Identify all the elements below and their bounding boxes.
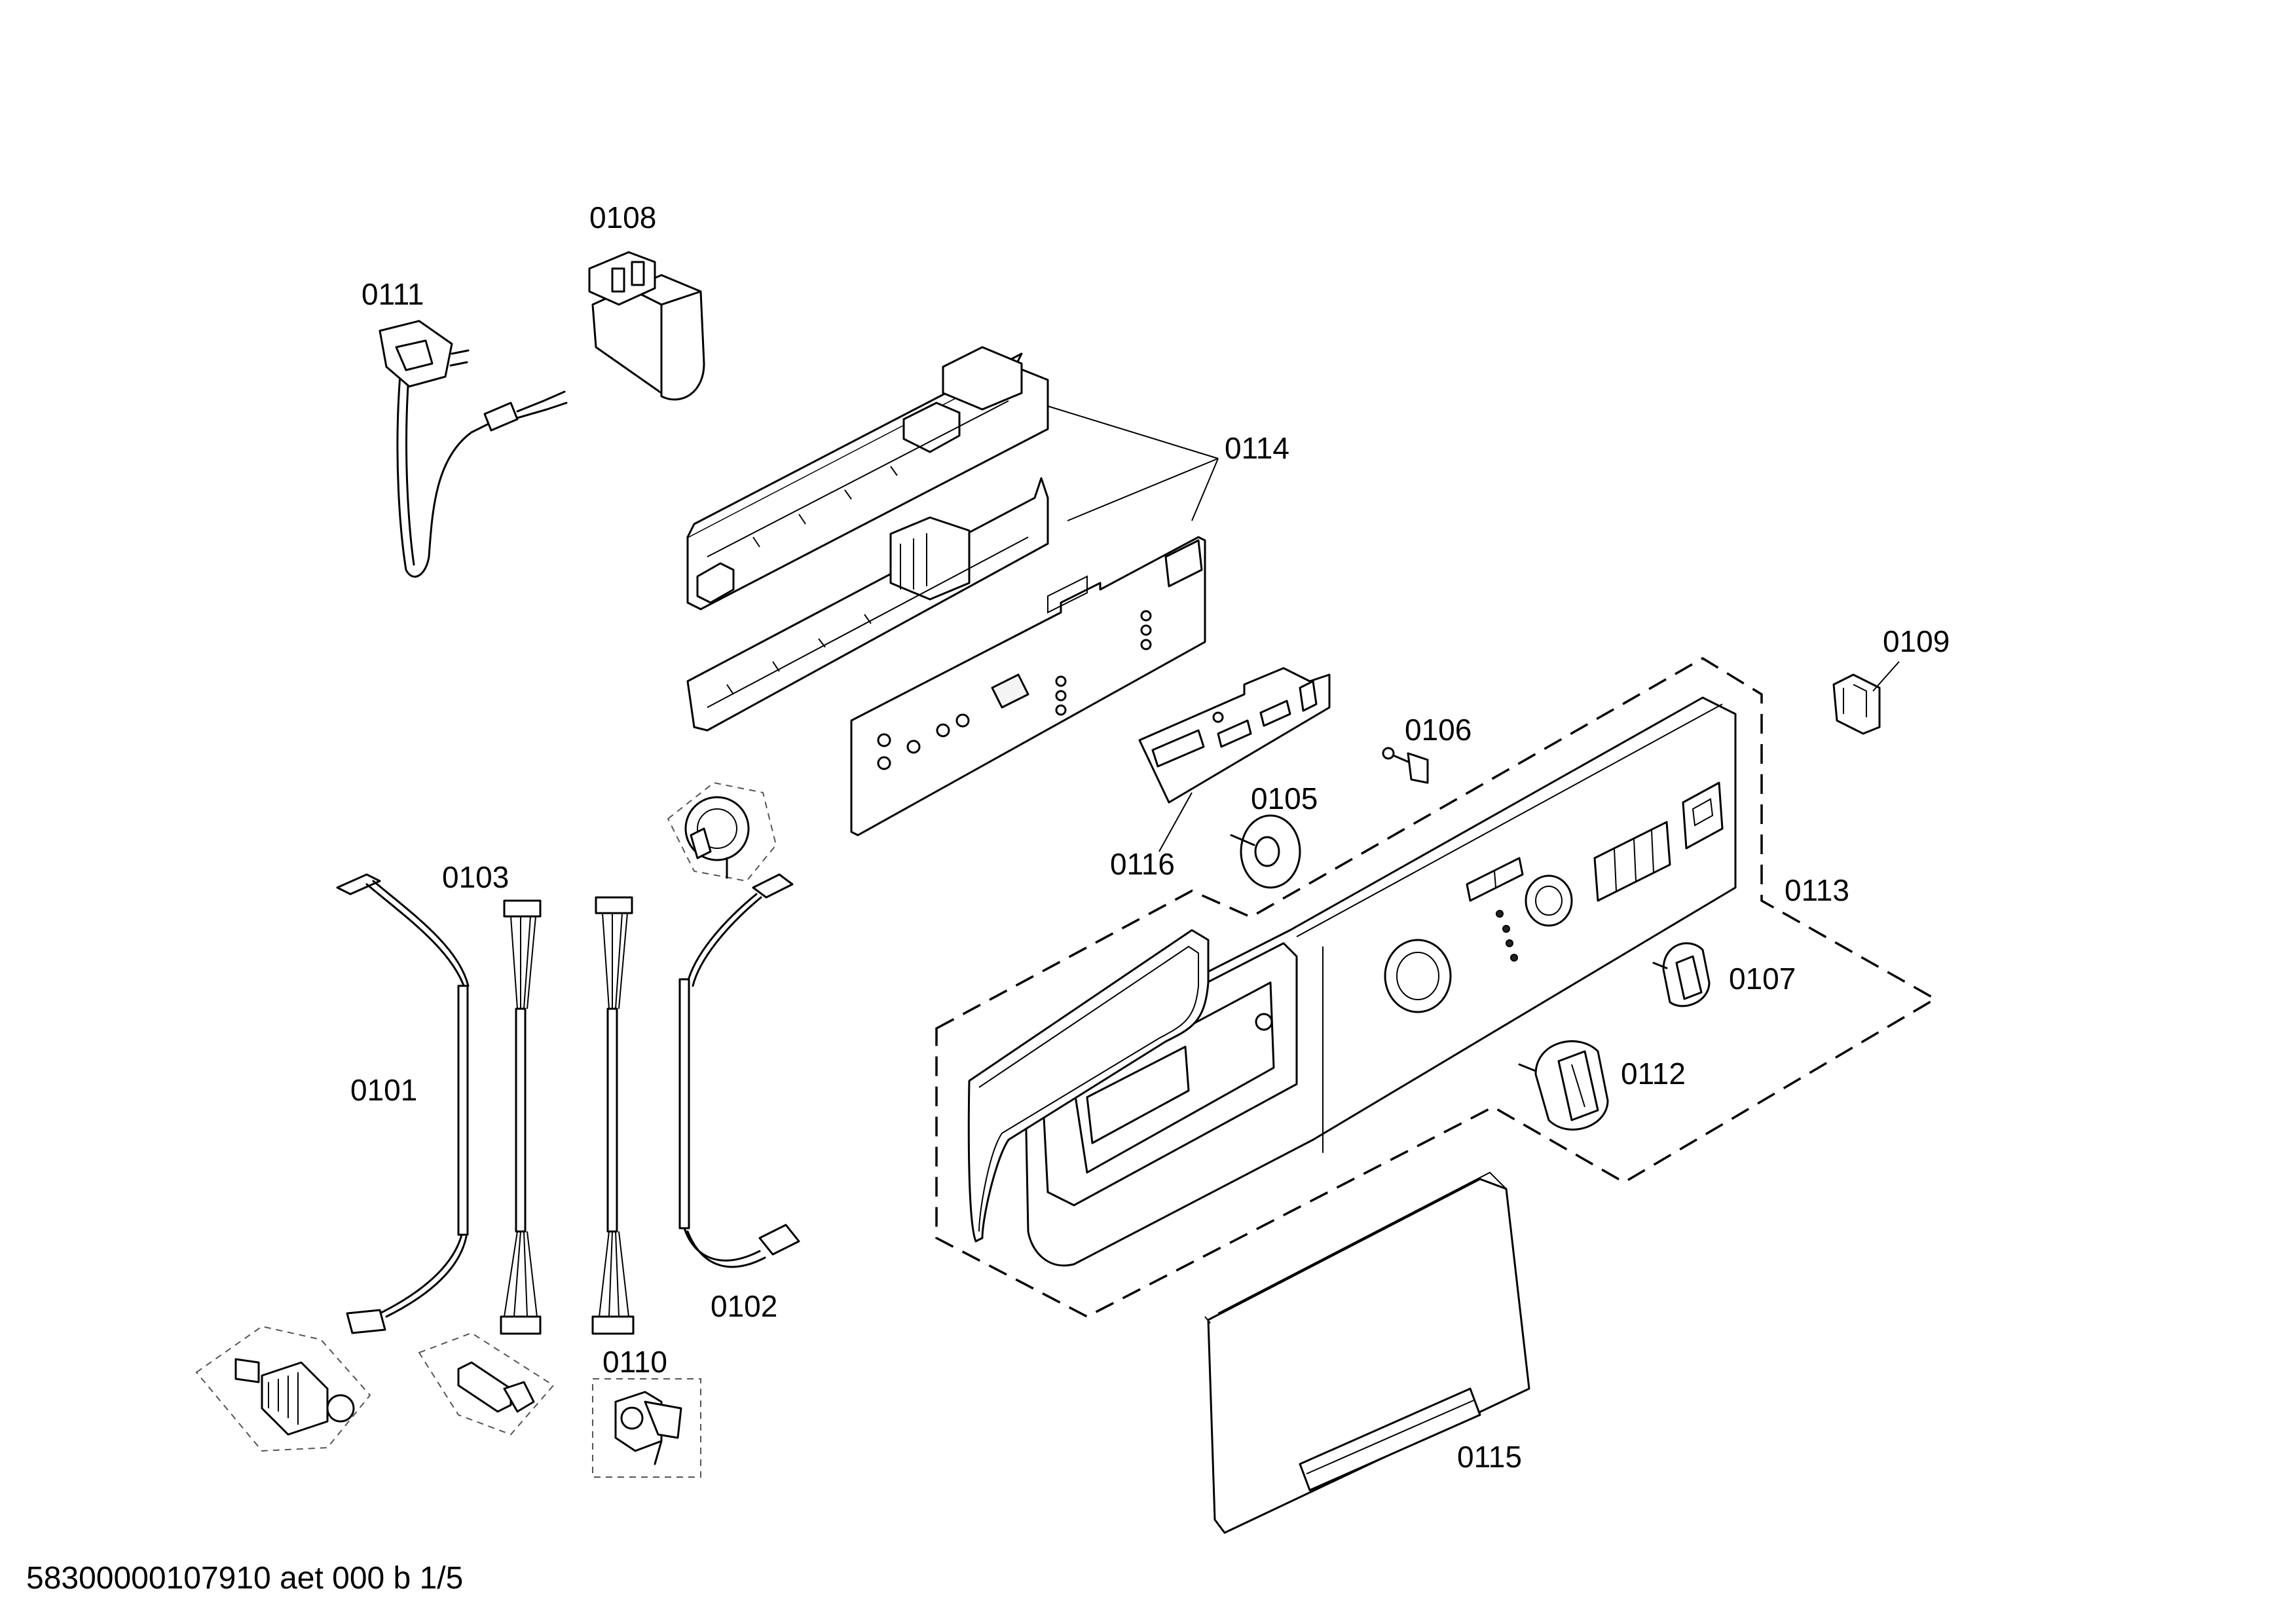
label-0109: 0109 xyxy=(1883,624,1950,658)
label-0106: 0106 xyxy=(1405,713,1472,747)
part-0110-valve xyxy=(592,1378,701,1478)
part-0107-small-knob xyxy=(1652,942,1711,1007)
label-0107: 0107 xyxy=(1729,962,1796,996)
part-0109-clip xyxy=(1832,673,1881,735)
label-0115: 0115 xyxy=(1457,1440,1522,1474)
label-0112: 0112 xyxy=(1621,1057,1686,1091)
label-0116: 0116 xyxy=(1110,847,1175,881)
label-0105: 0105 xyxy=(1251,781,1318,816)
label-0102: 0102 xyxy=(711,1289,777,1323)
part-0116-display-board xyxy=(1138,667,1331,804)
label-0114: 0114 xyxy=(1225,431,1289,465)
part-ntc-sensor xyxy=(418,1332,555,1436)
part-0114-control-module xyxy=(686,346,1206,836)
label-0113: 0113 xyxy=(1785,873,1849,907)
leader-lines xyxy=(1047,405,1900,852)
label-0108: 0108 xyxy=(589,200,656,235)
label-0110: 0110 xyxy=(602,1345,667,1379)
part-pressure-switch xyxy=(667,781,777,882)
part-0105-disc xyxy=(1230,814,1301,889)
part-0108-suppressor xyxy=(588,251,705,401)
label-0103: 0103 xyxy=(442,860,509,894)
part-0110-wiring-harness xyxy=(591,896,635,1335)
part-0112-program-knob xyxy=(1518,1040,1609,1131)
part-0113-fascia-panel xyxy=(967,696,1737,1267)
part-0103-wiring-harness xyxy=(500,899,542,1335)
part-labels: 0108 0111 0114 0109 0106 0105 0116 0103 … xyxy=(350,200,1950,1474)
part-0115-drawer-front xyxy=(1204,1171,1530,1534)
document-id: 58300000107910 aet 000 b 1/5 xyxy=(26,1561,463,1596)
part-0101-wiring-harness xyxy=(336,873,470,1334)
part-0111-mains-cable xyxy=(379,320,568,578)
part-0113-fascia-assembly-outline xyxy=(935,656,1938,1318)
part-0106-knob-shaft xyxy=(1382,747,1429,784)
part-pump-motor xyxy=(195,1325,371,1452)
label-0101: 0101 xyxy=(350,1073,417,1107)
part-0102-wiring-harness xyxy=(678,873,800,1268)
label-0111: 0111 xyxy=(361,277,424,311)
